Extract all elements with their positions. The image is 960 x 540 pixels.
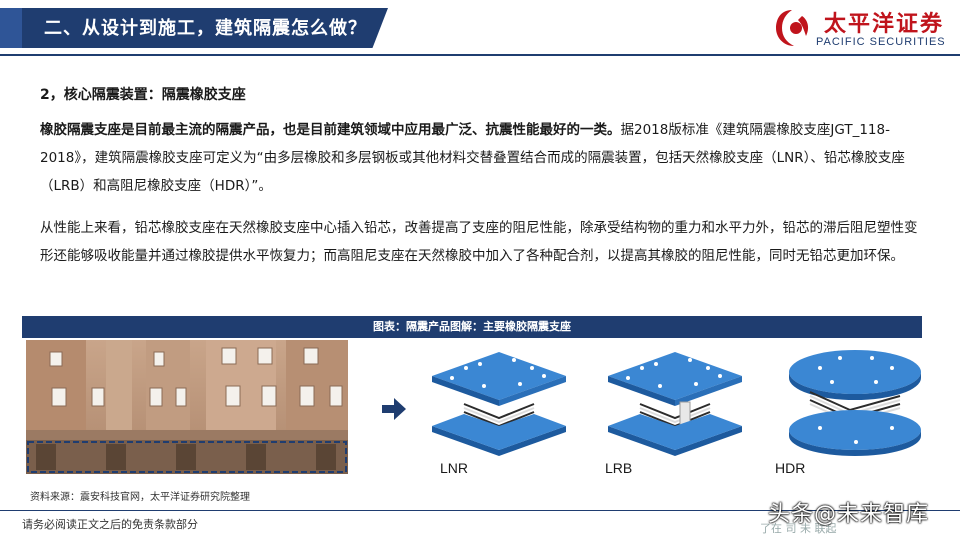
figure-source: 资料来源：震安科技官网，太平洋证券研究院整理 <box>30 492 250 503</box>
label-lrb: LRB <box>605 460 633 476</box>
paragraph-1-lead: 橡胶隔震支座是目前最主流的隔震产品，也是目前建筑领域中应用最广泛、抗震性能最好的… <box>40 122 621 138</box>
figure-caption-rule <box>22 337 922 338</box>
logo-english-name: PACIFIC SECURITIES <box>816 36 946 48</box>
figure-caption: 图表：隔震产品图解：主要橡胶隔震支座 <box>22 316 922 337</box>
arrow-right-icon <box>382 398 406 420</box>
company-logo: 太平洋证券 PACIFIC SECURITIES <box>772 6 952 52</box>
title-accent <box>0 8 22 48</box>
building-isolation-photo <box>26 340 348 474</box>
logo-chinese-name: 太平洋证券 <box>824 12 945 37</box>
footer-faint-text: 了在 司 未 联起 <box>760 522 837 535</box>
header-divider <box>0 54 960 56</box>
lrb-bearing-illustration <box>608 352 742 456</box>
label-lnr: LNR <box>440 460 469 476</box>
watermark-text: 头条@未来智库 <box>768 502 930 527</box>
paragraph-1: 橡胶隔震支座是目前最主流的隔震产品，也是目前建筑领域中应用最广泛、抗震性能最好的… <box>40 116 920 200</box>
paragraph-2: 从性能上来看，铅芯橡胶支座在天然橡胶支座中心插入铅芯，改善提高了支座的阻尼性能，… <box>40 220 918 264</box>
lnr-bearing-illustration <box>432 352 566 456</box>
footer-disclaimer: 请务必阅读正文之后的免责条款部分 <box>22 518 198 531</box>
section-heading: 2，核心隔震装置：隔震橡胶支座 <box>40 87 246 103</box>
paragraph-1-body: 据2018版标准《建筑隔震橡胶支座JGT_118-2018》，建筑隔震橡胶支座可… <box>40 122 905 194</box>
title-banner <box>0 8 388 48</box>
label-hdr: HDR <box>775 460 806 476</box>
footer-divider <box>0 510 960 511</box>
page-title: 二、从设计到施工，建筑隔震怎么做？ <box>44 18 367 39</box>
hdr-bearing-illustration <box>789 350 921 456</box>
pacific-securities-logo-icon <box>776 10 809 46</box>
